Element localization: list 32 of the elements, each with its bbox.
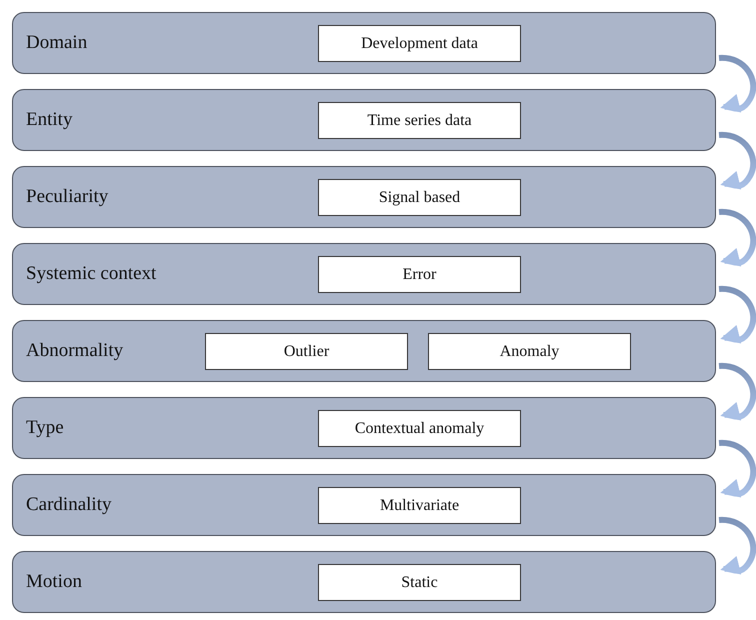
category-label: Domain: [26, 32, 88, 54]
value-box: Outlier: [205, 333, 408, 370]
category-label: Cardinality: [26, 494, 112, 516]
category-band: [12, 320, 716, 382]
category-band: [12, 166, 716, 228]
value-box: Anomaly: [428, 333, 631, 370]
curved-arrow: [718, 132, 756, 192]
curved-arrow: [718, 440, 756, 500]
curved-arrow: [718, 209, 756, 269]
value-box: Signal based: [318, 179, 521, 216]
category-band: [12, 243, 716, 305]
category-band: [12, 89, 716, 151]
category-band: [12, 397, 716, 459]
category-label: Entity: [26, 109, 72, 131]
curved-arrow: [718, 517, 756, 577]
category-band: [12, 551, 716, 613]
value-box: Development data: [318, 25, 521, 62]
category-band: [12, 474, 716, 536]
category-label: Abnormality: [26, 340, 124, 362]
curved-arrow: [718, 286, 756, 346]
curved-arrow: [718, 55, 756, 115]
value-box: Time series data: [318, 102, 521, 139]
category-label: Type: [26, 417, 64, 439]
value-box: Static: [318, 564, 521, 601]
value-box: Multivariate: [318, 487, 521, 524]
curved-arrow: [718, 363, 756, 423]
category-band: [12, 12, 716, 74]
category-label: Peculiarity: [26, 186, 108, 208]
category-label: Motion: [26, 571, 82, 593]
value-box: Contextual anomaly: [318, 410, 521, 447]
value-box: Error: [318, 256, 521, 293]
category-label: Systemic context: [26, 263, 156, 285]
